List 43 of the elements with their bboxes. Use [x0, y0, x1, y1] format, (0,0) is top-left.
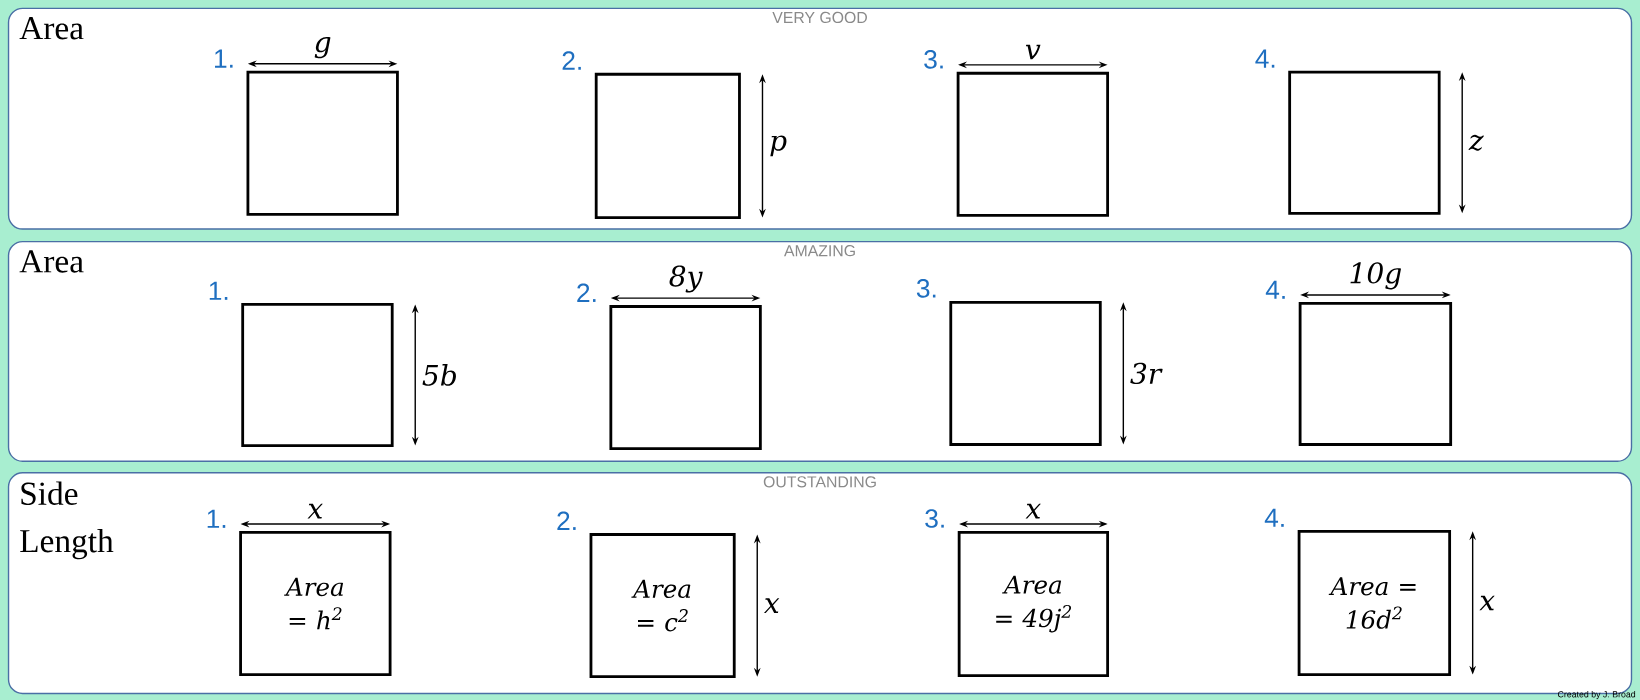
square — [949, 300, 1102, 446]
dimension-label: 8y — [669, 265, 703, 293]
dimension-label: x — [763, 598, 780, 613]
question-number: 4. — [1265, 280, 1285, 299]
section-heading: OUTSTANDING — [763, 476, 876, 488]
question-number: 4. — [1264, 508, 1284, 527]
question-number: 4. — [1255, 49, 1275, 68]
dimension-label: x — [1479, 595, 1495, 611]
dimension-label: 5b — [422, 364, 456, 386]
dimension-label: z — [1468, 134, 1484, 151]
dimension-label: x — [1025, 503, 1041, 519]
dimension-label: 10g — [1350, 262, 1402, 290]
question-number: 3. — [924, 50, 943, 69]
question-number: 1. — [207, 509, 226, 528]
square — [246, 70, 399, 216]
dimension-label: g — [314, 37, 331, 59]
question-number: 2. — [557, 511, 576, 530]
square — [241, 302, 394, 447]
square: Area = c$^{2}$ — [589, 533, 736, 679]
section-heading: AMAZING — [784, 245, 855, 257]
credit-text: Created by J. Broad — [1558, 690, 1636, 700]
square — [1298, 301, 1453, 446]
section-heading: VERY GOOD — [772, 11, 867, 24]
panel-title: Area — [19, 17, 84, 40]
question-number: 1. — [215, 49, 233, 68]
dimension-label: p — [770, 135, 787, 157]
question-number: 1. — [209, 281, 228, 300]
square — [956, 71, 1109, 217]
square — [594, 72, 741, 219]
panel-title: Area — [19, 250, 84, 273]
panel-title: Side Length — [20, 481, 114, 560]
dimension-label: x — [307, 503, 323, 519]
square: Area = 49j$^{2}$ — [957, 531, 1110, 678]
square — [1288, 70, 1441, 215]
square — [609, 305, 762, 451]
dimension-label: v — [1025, 44, 1041, 60]
question-number: 3. — [916, 279, 936, 298]
question-number: 3. — [925, 509, 944, 528]
square: Area = h$^{2}$ — [239, 531, 392, 676]
question-number: 2. — [562, 51, 581, 70]
square: Area = 16d$^{2}$ — [1297, 529, 1452, 676]
question-number: 2. — [577, 283, 596, 302]
dimension-label: 3r — [1130, 362, 1163, 384]
